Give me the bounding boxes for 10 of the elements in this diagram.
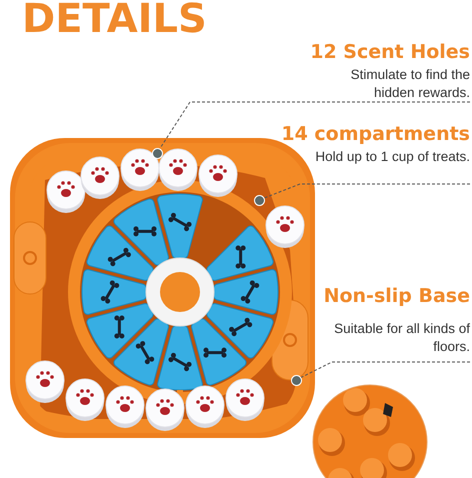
leader-line [264,184,470,198]
callout-heading: Non-slip Base [324,284,470,308]
callout-description: Hold up to 1 cup of treats. [314,148,470,166]
callout-description: Suitable for all kinds of floors. [333,320,470,356]
leader-line [160,102,470,149]
callout-heading: 14 compartments [281,122,470,146]
callout-heading: 12 Scent Holes [310,40,470,64]
leader-line [300,362,470,378]
heading: DETAILS [22,0,207,42]
callout-description: Stimulate to find the hidden rewards. [350,66,470,102]
